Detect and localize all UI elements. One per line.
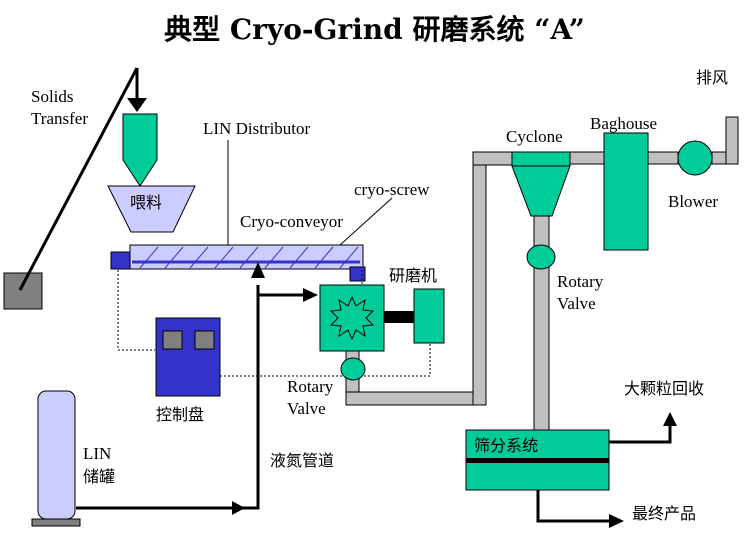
ln2-pipeline [76,285,260,510]
up-arrow-icon [663,412,677,426]
cryo-conveyor [129,244,364,270]
grinder-shaft [384,311,414,323]
blower [677,140,713,176]
cryo-conveyor-label: Cryo-conveyor [240,212,343,231]
conveyor-outlet [349,266,366,282]
ln2-pipeline-label: 液氮管道 [270,451,335,470]
baghouse-label: Baghouse [590,114,658,133]
exhaust-label: 排风 [696,68,729,87]
screening-system-label: 筛分系统 [474,436,539,455]
solids-source-block [3,272,43,310]
cryo-screw-flights [139,246,359,269]
blower-label: Blower [668,192,719,211]
solids-transfer-label-1: Solids [31,87,74,106]
cryo-screw-label: cryo-screw [354,180,430,199]
cyclone-label: Cyclone [506,127,563,146]
lin-tank-base [31,518,81,527]
rotary-valve-2-label-1: Rotary [557,272,604,291]
final-product-label: 最终产品 [632,504,697,523]
grinder-motor [413,288,445,344]
right-arrow-icon [232,501,245,515]
baghouse [603,132,649,251]
exhaust-duct-v [725,116,739,165]
solids-transfer-label-2: Transfer [31,109,88,128]
control-button-left [162,330,183,350]
cryo-screw-pointer [339,197,393,246]
feed-hopper-label: 喂料 [130,193,163,212]
cyclone-top [511,151,571,167]
large-particle-recovery-label: 大颗粒回收 [624,379,705,398]
star-burst-icon [329,295,375,341]
grinder-label: 研磨机 [389,266,438,285]
lin-tank-label-2: 储罐 [83,467,116,486]
cyclone-cone [511,165,571,217]
baghouse-blower-duct [647,151,679,165]
oversize-line [609,424,672,444]
rotary-valve-2-label-2: Valve [557,294,596,313]
product-line [536,490,610,523]
conveyor-motor [110,251,131,270]
control-panel-label: 控制盘 [156,405,205,424]
cyclone-baghouse-duct [569,151,605,165]
control-button-right [194,330,215,350]
rotary-valve-2 [526,244,556,270]
solids-transfer-line [18,67,139,291]
rotary-valve-1-label-2: Valve [287,399,326,418]
control-wiring [117,270,431,377]
control-panel [155,317,221,397]
screen-mesh [466,458,609,463]
feed-funnel [122,113,158,187]
lin-distributor-label: LIN Distributor [203,119,311,138]
lin-tank [37,390,76,520]
diagram-title: 典型 Cryo-Grind 研磨系统 “A” [164,13,585,46]
lin-tank-label-1: LIN [83,444,112,463]
down-arrow-icon [127,98,147,112]
rotary-valve-1-label-1: Rotary [287,377,334,396]
rotary-valve-1 [340,357,366,381]
right-arrow-icon [609,514,624,528]
up-arrow-icon [251,262,265,278]
right-arrow-icon [303,288,318,302]
feed-hopper [107,185,196,233]
